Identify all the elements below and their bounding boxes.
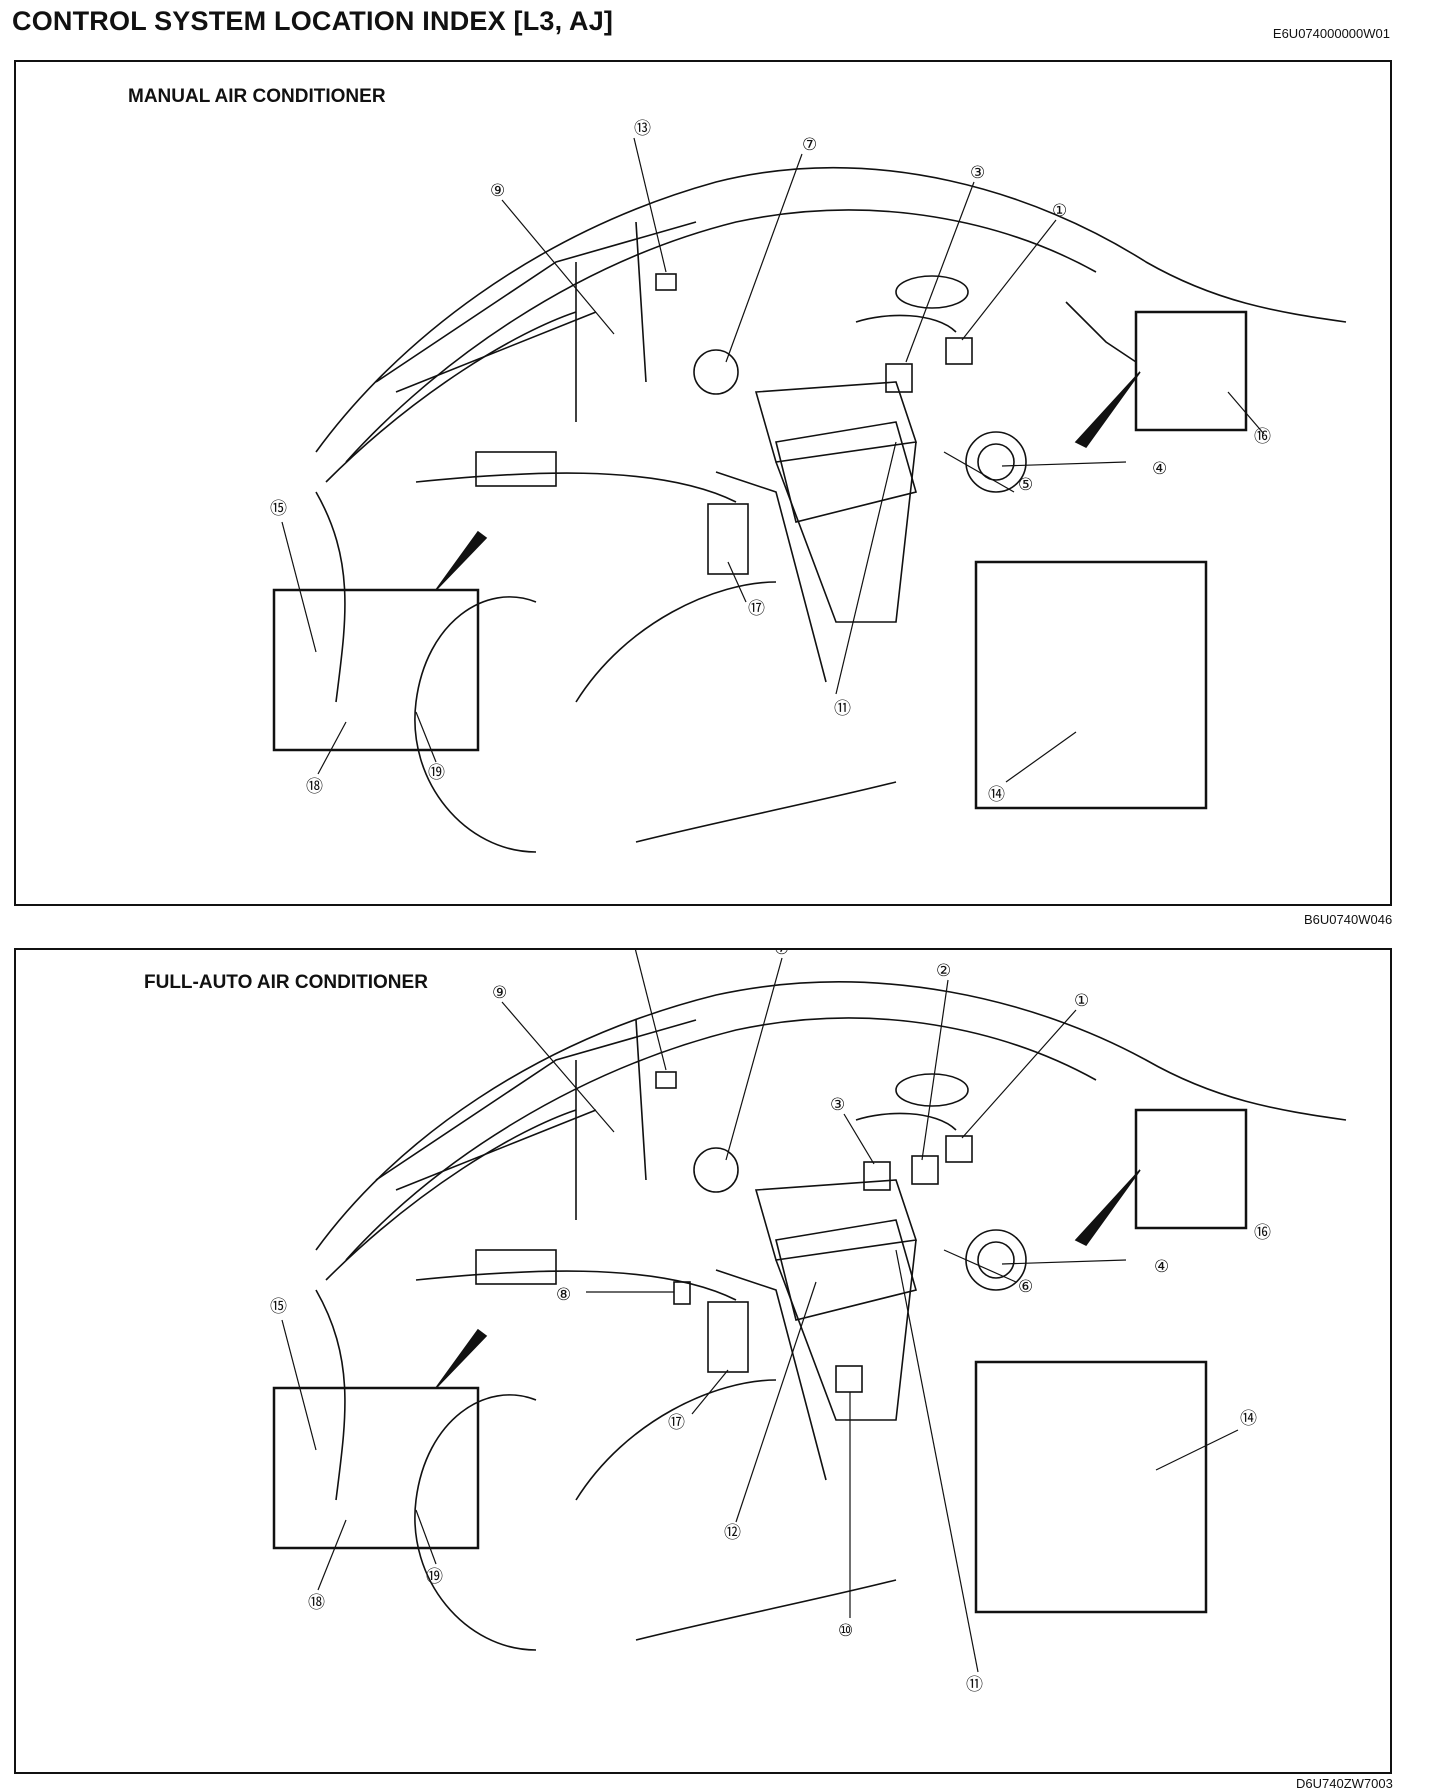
document-code: E6U074000000W01 xyxy=(1272,26,1390,41)
connector-1 xyxy=(945,1135,973,1163)
callout-17: ⑰ xyxy=(748,599,765,619)
blower-motor xyxy=(965,431,1027,493)
callout-7: ⑦ xyxy=(802,135,817,155)
leader-lines xyxy=(281,950,1239,1673)
inset-pointer xyxy=(1074,371,1141,449)
callout-19: ⑲ xyxy=(426,1567,443,1587)
sensor-part-13 xyxy=(655,1071,677,1089)
inset-fuse-panel xyxy=(1134,310,1248,432)
vehicle-outline xyxy=(315,981,1347,1651)
callout-19: ⑲ xyxy=(428,763,445,783)
figure-code: D6U740ZW7003 xyxy=(1296,1776,1393,1791)
manual-ac-figure: MANUAL AIR CONDITIONER xyxy=(14,60,1392,906)
figure-heading: FULL-AUTO AIR CONDITIONER xyxy=(144,972,428,993)
inset-pointer xyxy=(435,1328,488,1389)
callout-13: ⑬ xyxy=(634,119,651,139)
control-module xyxy=(707,503,749,575)
callout-15: ⑮ xyxy=(270,1297,287,1317)
inset-pointer xyxy=(1074,1169,1141,1247)
steering-column-part xyxy=(693,349,739,395)
callout-11: ⑪ xyxy=(834,699,851,719)
callout-4: ④ xyxy=(1154,1257,1169,1277)
sensor-part-10 xyxy=(835,1365,863,1393)
callout-3: ③ xyxy=(830,1095,845,1115)
manual-ac-location-diagram: ⑬ ⑦ ⑨ ③ ① ⑯ ④ ⑤ ⑮ ⑰ ⑪ ⑭ ⑱ ⑲ xyxy=(270,119,1347,853)
steering-column-part xyxy=(693,1147,739,1193)
callout-4: ④ xyxy=(1152,459,1167,479)
connector-1 xyxy=(945,337,973,365)
callout-6: ⑥ xyxy=(1018,1277,1033,1297)
callout-14: ⑭ xyxy=(1240,1409,1257,1429)
full-auto-ac-figure: FULL-AUTO AIR CONDITIONER xyxy=(14,948,1392,1774)
callout-17: ⑰ xyxy=(668,1413,685,1433)
callout-labels: ⑬ ⑦ ⑨ ③ ① ⑯ ④ ⑤ ⑮ ⑰ ⑪ ⑭ ⑱ ⑲ xyxy=(270,119,1271,805)
sensor-part-8 xyxy=(673,1281,691,1305)
inset-relay-box xyxy=(272,1386,480,1550)
full-auto-ac-location-diagram: ⑬ ⑦ ② ⑨ ① ③ ⑯ ④ ⑧ ⑥ ⑮ ⑰ ⑭ ⑫ ⑩ ⑱ ⑲ ⑪ xyxy=(270,950,1347,1695)
inset-pointer xyxy=(435,530,488,591)
figure-heading: MANUAL AIR CONDITIONER xyxy=(128,86,386,107)
junction-box xyxy=(475,451,557,487)
callout-1: ① xyxy=(1074,991,1089,1011)
callout-14: ⑭ xyxy=(988,785,1005,805)
callout-18: ⑱ xyxy=(308,1593,325,1613)
callout-10: ⑩ xyxy=(838,1621,853,1641)
callout-labels: ⑬ ⑦ ② ⑨ ① ③ ⑯ ④ ⑧ ⑥ ⑮ ⑰ ⑭ ⑫ ⑩ ⑱ ⑲ ⑪ xyxy=(270,950,1271,1695)
callout-16: ⑯ xyxy=(1254,427,1271,447)
callout-18: ⑱ xyxy=(306,777,323,797)
inset-fuse-panel xyxy=(1134,1108,1248,1230)
callout-7: ⑦ xyxy=(774,950,789,959)
sensor-part-13 xyxy=(655,273,677,291)
control-module xyxy=(707,1301,749,1373)
callout-15: ⑮ xyxy=(270,499,287,519)
callout-16: ⑯ xyxy=(1254,1223,1271,1243)
connector-3 xyxy=(885,363,913,393)
junction-box xyxy=(475,1249,557,1285)
hvac-unit xyxy=(754,381,918,623)
hvac-unit xyxy=(754,1179,918,1421)
callout-2: ② xyxy=(936,961,951,981)
callout-9: ⑨ xyxy=(492,983,507,1003)
callout-5: ⑤ xyxy=(1018,475,1033,495)
inset-climate-control xyxy=(974,560,1208,810)
callout-12: ⑫ xyxy=(724,1523,741,1543)
page-title: CONTROL SYSTEM LOCATION INDEX [L3, AJ] xyxy=(12,6,614,36)
callout-1: ① xyxy=(1052,201,1067,221)
inset-relay-box xyxy=(272,588,480,752)
callout-8: ⑧ xyxy=(556,1285,571,1305)
callout-9: ⑨ xyxy=(490,181,505,201)
blower-motor xyxy=(965,1229,1027,1291)
figure-code: B6U0740W046 xyxy=(1304,912,1393,927)
leader-lines xyxy=(281,137,1265,783)
connector-3 xyxy=(863,1161,891,1191)
connector-2 xyxy=(911,1155,939,1185)
callout-3: ③ xyxy=(970,163,985,183)
inset-climate-control xyxy=(974,1360,1208,1614)
vehicle-outline xyxy=(315,167,1347,853)
callout-11: ⑪ xyxy=(966,1675,983,1695)
